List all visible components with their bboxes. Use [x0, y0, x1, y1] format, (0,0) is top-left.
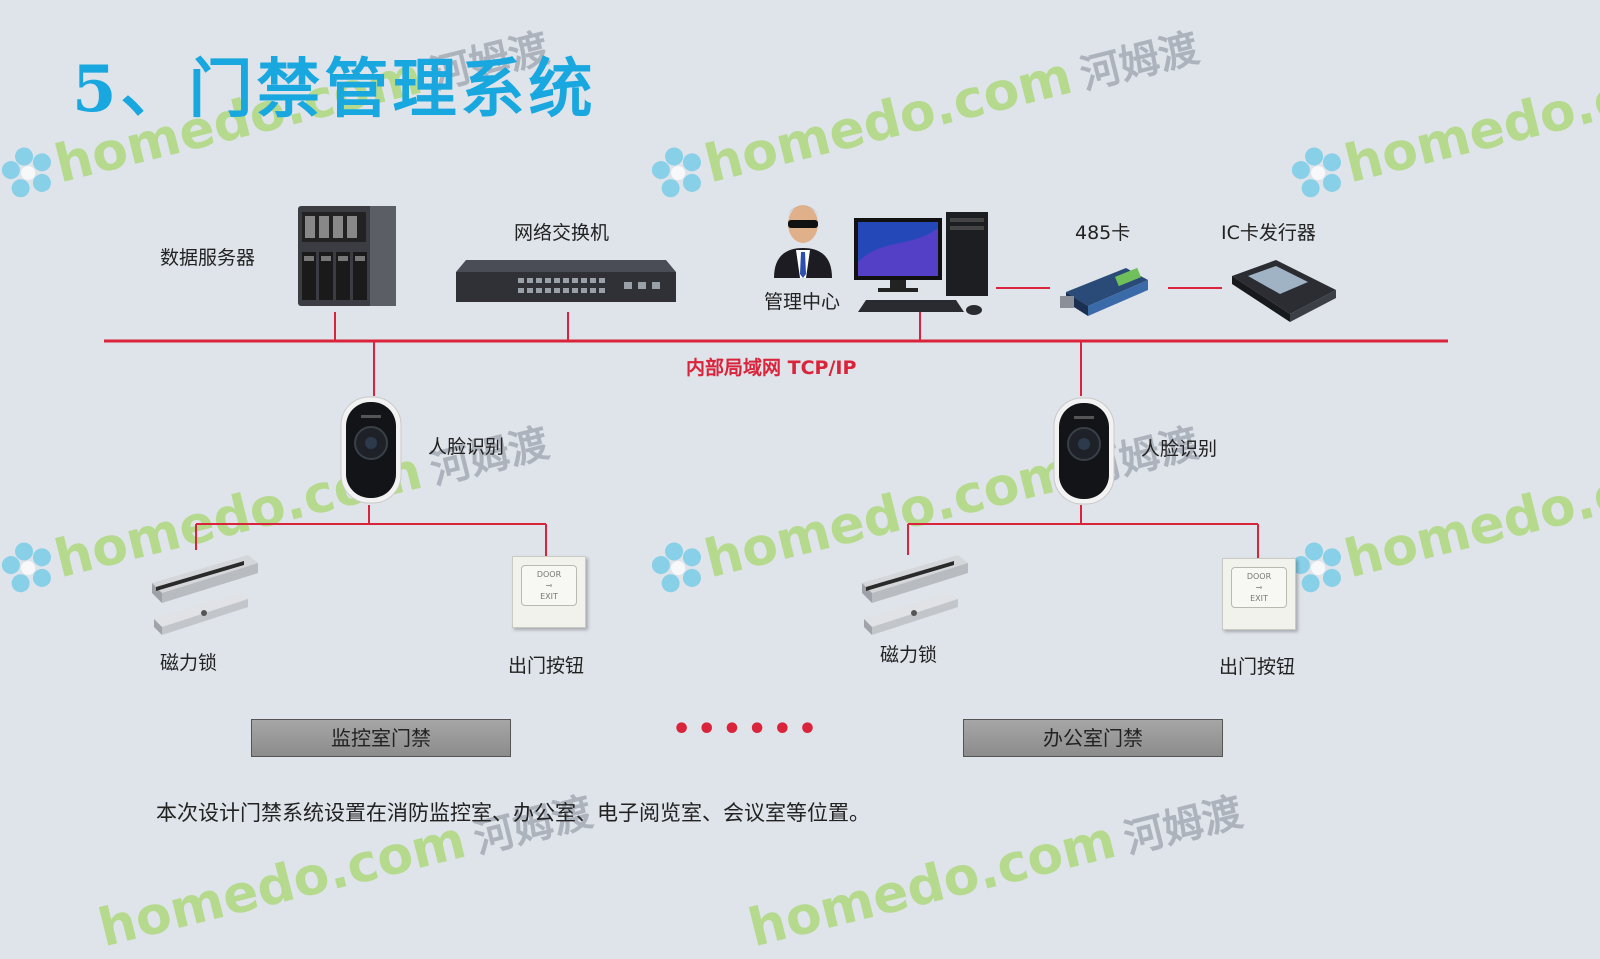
description-text: 本次设计门禁系统设置在消防监控室、办公室、电子阅览室、会议室等位置。	[156, 801, 870, 825]
exit-button-top-text: DOOR	[1246, 572, 1272, 581]
network-topology-lines	[104, 287, 1448, 558]
exit-button-face: DOOR ⊸ EXIT	[521, 565, 577, 606]
zone-office: 办公室门禁	[963, 719, 1223, 757]
exit-button-bottom-text: EXIT	[540, 592, 558, 601]
exit-button-device: DOOR ⊸ EXIT	[1222, 558, 1296, 630]
485-converter-icon	[1060, 267, 1148, 316]
ic-issuer-label: IC卡发行器	[1221, 222, 1316, 244]
ic-card-reader-icon	[1232, 260, 1336, 322]
magnetic-lock-label: 磁力锁	[880, 644, 938, 666]
exit-button-top-text: DOOR	[536, 570, 562, 579]
ellipsis: ••••••	[672, 712, 824, 747]
face-recognition-terminal-icon	[1053, 397, 1115, 505]
management-label: 管理中心	[764, 291, 841, 313]
magnetic-lock-icon	[152, 555, 258, 635]
network-label: 内部局域网 TCP/IP	[686, 357, 857, 379]
server-icon	[298, 206, 396, 306]
key-icon: ⊸	[1255, 583, 1263, 592]
face-recognition-label: 人脸识别	[1141, 438, 1218, 460]
switch-label: 网络交换机	[514, 222, 610, 244]
page-title: 5、门禁管理系统	[72, 52, 597, 127]
exit-button-label: 出门按钮	[508, 655, 585, 677]
zone-monitor-room: 监控室门禁	[251, 719, 511, 757]
485-card-label: 485卡	[1075, 222, 1131, 244]
exit-button-bottom-text: EXIT	[1250, 594, 1268, 603]
exit-button-device: DOOR ⊸ EXIT	[512, 556, 586, 628]
admin-person-icon	[774, 205, 832, 278]
exit-button-label: 出门按钮	[1219, 656, 1296, 678]
desktop-computer-icon	[854, 212, 988, 315]
magnetic-lock-label: 磁力锁	[160, 652, 218, 674]
face-recognition-terminal-icon	[340, 396, 402, 504]
key-icon: ⊸	[545, 581, 553, 590]
server-label: 数据服务器	[160, 247, 256, 269]
face-recognition-label: 人脸识别	[428, 436, 505, 458]
exit-button-face: DOOR ⊸ EXIT	[1231, 567, 1287, 608]
network-switch-icon	[456, 260, 676, 302]
magnetic-lock-icon	[862, 555, 968, 635]
